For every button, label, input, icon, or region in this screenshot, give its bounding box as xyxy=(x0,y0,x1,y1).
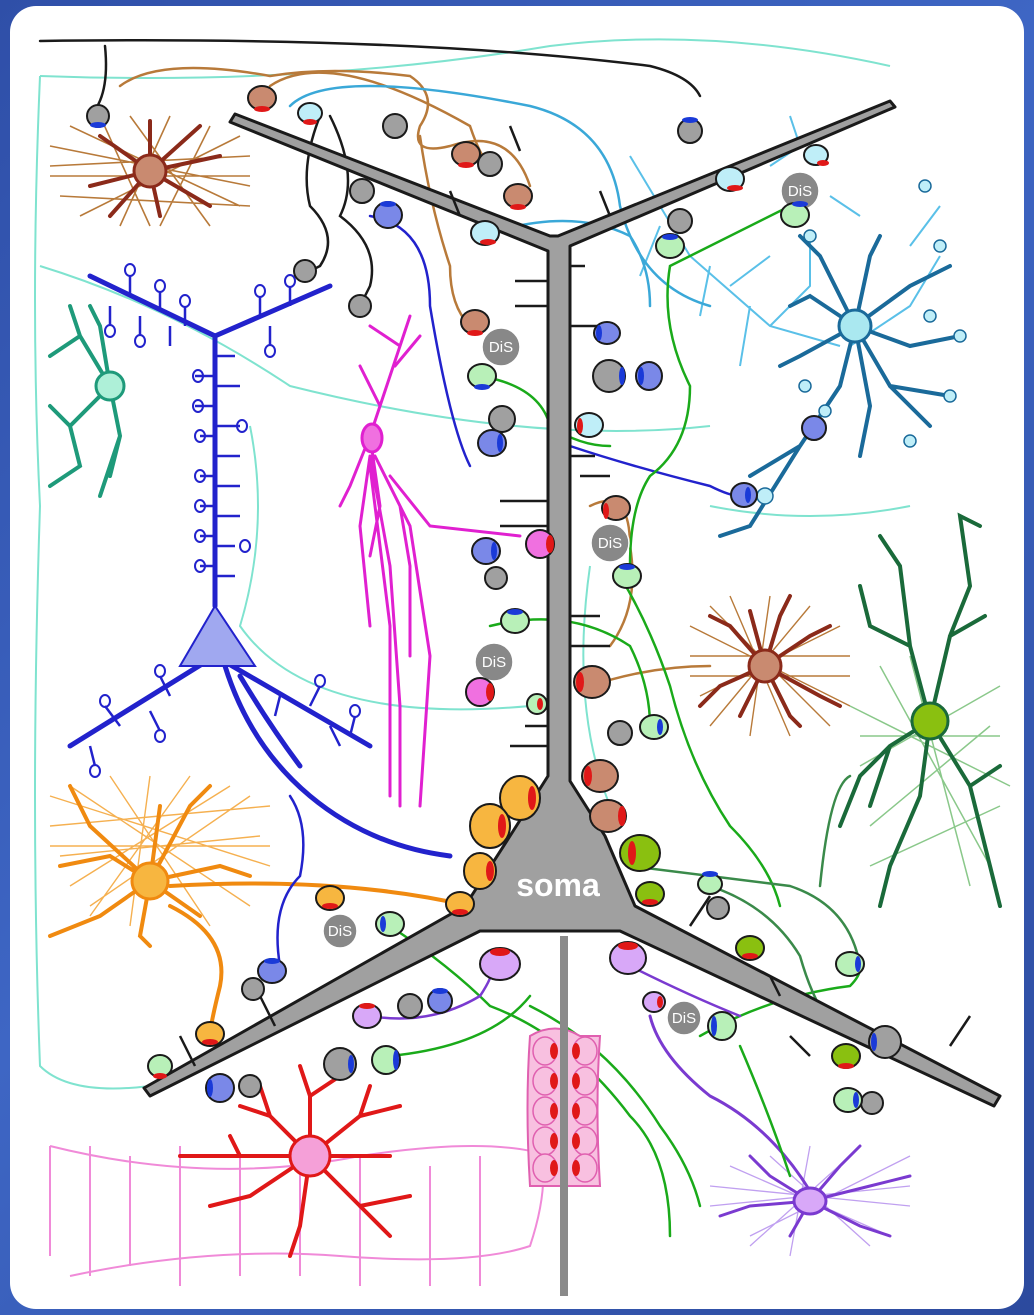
brown-neurogliaform-cell-top xyxy=(50,116,250,226)
dis-label-6: DiS xyxy=(672,1010,696,1027)
dark-green-neuron xyxy=(840,516,1000,906)
brown-neurogliaform-cell-right xyxy=(690,596,850,736)
soma-label: soma xyxy=(516,867,600,903)
neuron-diagram: soma xyxy=(10,6,1024,1309)
purple-interneuron xyxy=(650,1016,910,1256)
figure-frame: soma xyxy=(10,6,1024,1309)
dis-label-3: DiS xyxy=(598,535,622,552)
blue-pyramidal-neuron xyxy=(70,264,450,856)
dis-label-2: DiS xyxy=(788,183,812,200)
axon-initial-segment xyxy=(560,936,568,1296)
dis-label-5: DiS xyxy=(328,923,352,940)
synaptic-contacts-red xyxy=(153,106,854,1079)
dis-label-4: DiS xyxy=(482,654,506,671)
dis-label-1: DiS xyxy=(489,339,513,356)
